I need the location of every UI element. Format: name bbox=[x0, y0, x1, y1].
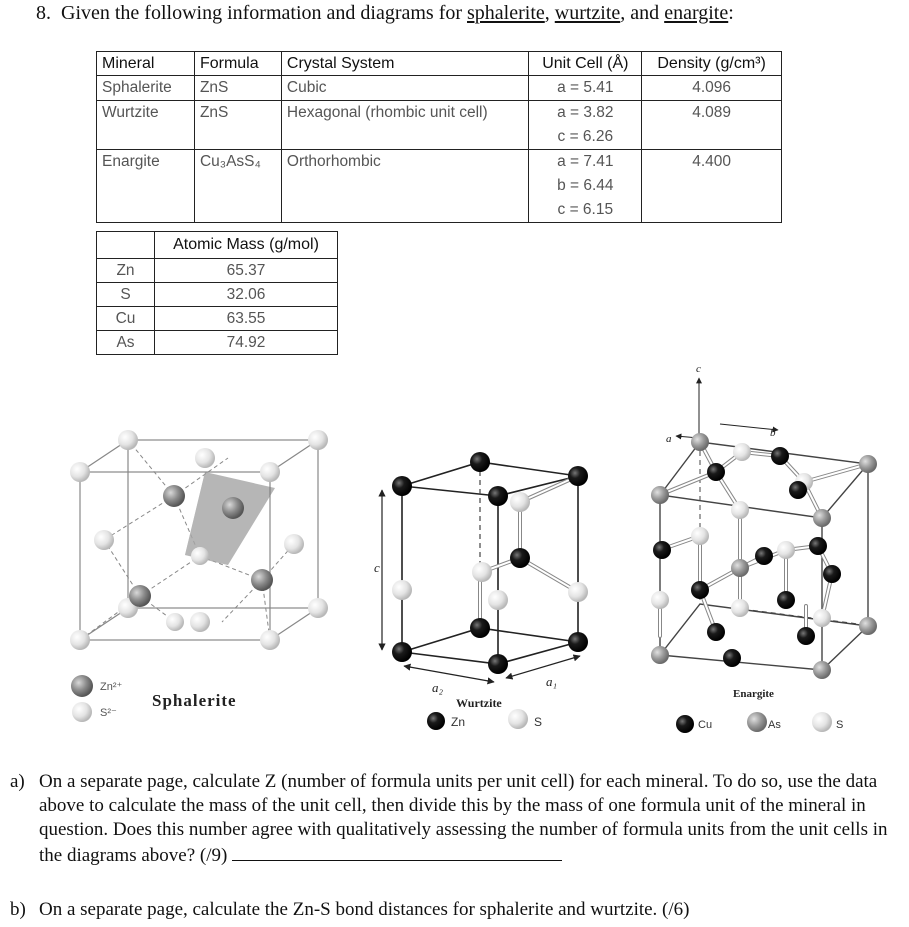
sphalerite-legend: Zn²⁺ S²⁻ bbox=[71, 675, 123, 722]
mineral-formula: ZnS bbox=[193, 75, 282, 101]
enargite-diagram: c a b bbox=[651, 363, 877, 733]
cell-param: a = 3.82 bbox=[557, 104, 614, 121]
question-letter: a) bbox=[10, 771, 25, 792]
cell-param: a = 7.41 bbox=[557, 153, 614, 170]
question-heading: 8. Given the following information and d… bbox=[36, 2, 734, 25]
mineral-name: Wurtzite bbox=[96, 100, 195, 150]
crystal-system: Hexagonal (rhombic unit cell) bbox=[280, 100, 530, 150]
as-ball-icon bbox=[747, 712, 767, 732]
enargite-hidden-edge bbox=[734, 607, 867, 626]
table-header-row: Atomic Mass (g/mol) bbox=[96, 231, 338, 259]
sphalerite-caption: Sphalerite bbox=[152, 691, 237, 710]
atomic-mass: 32.06 bbox=[154, 282, 338, 307]
legend-cu-label: Cu bbox=[698, 719, 712, 731]
col-header: Mineral bbox=[96, 51, 195, 76]
enargite-axis-b: b bbox=[770, 427, 776, 439]
sphalerite-atoms bbox=[70, 430, 328, 650]
atomic-mass: 65.37 bbox=[154, 258, 338, 283]
col-header: Density (g/cm³) bbox=[641, 51, 782, 76]
enargite-caption: Enargite bbox=[733, 688, 774, 700]
mineral-name: Enargite bbox=[96, 149, 195, 223]
cell-param: a = 5.41 bbox=[557, 79, 614, 96]
crystal-system: Cubic bbox=[280, 75, 530, 101]
cell-param: c = 6.15 bbox=[557, 201, 614, 218]
unit-cell: a = 7.41 b = 6.44 c = 6.15 bbox=[528, 149, 643, 223]
table-row: Wurtzite ZnS Hexagonal (rhombic unit cel… bbox=[96, 100, 782, 150]
heading-sep: , and bbox=[620, 2, 665, 24]
legend-s-label: S bbox=[534, 715, 542, 729]
legend-as-label: As bbox=[768, 719, 781, 731]
density: 4.089 bbox=[641, 100, 782, 150]
mineral-formula: ZnS bbox=[193, 100, 282, 150]
mineral-formula: Cu₃AsS₄ bbox=[193, 149, 282, 223]
cell-param: b = 6.44 bbox=[557, 177, 614, 194]
s-ball-icon bbox=[508, 709, 528, 729]
crystal-diagrams: Zn²⁺ S²⁻ Sphalerite bbox=[70, 363, 877, 733]
answer-blank[interactable] bbox=[232, 842, 563, 861]
table-row: Sphalerite ZnS Cubic a = 5.41 4.096 bbox=[96, 75, 782, 101]
enargite-axis-a: a bbox=[666, 433, 672, 445]
heading-suffix: : bbox=[728, 2, 734, 24]
atomic-mass: 63.55 bbox=[154, 306, 338, 331]
legend-s-label: S bbox=[836, 719, 843, 731]
table-row: Enargite Cu₃AsS₄ Orthorhombic a = 7.41 b … bbox=[96, 149, 782, 223]
question-letter: b) bbox=[10, 899, 26, 920]
enargite-atoms bbox=[651, 433, 877, 679]
wurtzite-caption: Wurtzite bbox=[456, 696, 502, 710]
legend-zn-label: Zn bbox=[451, 715, 465, 729]
unit-cell: a = 3.82 c = 6.26 bbox=[528, 100, 643, 150]
cu-ball-icon bbox=[676, 715, 694, 733]
element: S bbox=[96, 282, 155, 307]
enargite-legend: Cu As S bbox=[676, 712, 843, 733]
enargite-b-arrow bbox=[719, 423, 779, 433]
heading-enargite: enargite bbox=[664, 2, 729, 24]
zn-ball-icon bbox=[427, 712, 445, 730]
legend-zn-label: Zn²⁺ bbox=[100, 681, 123, 693]
density: 4.400 bbox=[641, 149, 782, 223]
wurtzite-legend: Zn S bbox=[427, 709, 542, 730]
atomic-mass: 74.92 bbox=[154, 330, 338, 355]
cell-param: c = 6.26 bbox=[557, 128, 614, 145]
wurtzite-a1-arrow bbox=[505, 654, 581, 680]
wurtzite-axis-a2: a₂ bbox=[432, 680, 444, 695]
enargite-axis-c: c bbox=[696, 363, 701, 375]
sphalerite-diagram: Zn²⁺ S²⁻ Sphalerite bbox=[70, 430, 328, 722]
col-header: Atomic Mass (g/mol) bbox=[154, 231, 338, 259]
col-header: Formula bbox=[193, 51, 282, 76]
element: As bbox=[96, 330, 155, 355]
wurtzite-axis-a1: a₁ bbox=[546, 674, 557, 689]
element: Cu bbox=[96, 306, 155, 331]
heading-sphalerite: sphalerite bbox=[467, 2, 545, 24]
legend-s-label: S²⁻ bbox=[100, 707, 117, 719]
question-text: On a separate page, calculate the Zn-S b… bbox=[39, 899, 690, 920]
mineral-data-table: Mineral Formula Crystal System Unit Cell… bbox=[96, 51, 782, 223]
heading-sep: , bbox=[544, 2, 555, 24]
wurtzite-axis-c: c bbox=[374, 560, 380, 575]
col-header: Crystal System bbox=[280, 51, 530, 76]
empty-header bbox=[96, 231, 155, 259]
s-ball-icon bbox=[72, 702, 92, 722]
table-header-row: Mineral Formula Crystal System Unit Cell… bbox=[96, 51, 782, 76]
heading-prefix: Given the following information and diag… bbox=[61, 2, 468, 24]
wurtzite-diagram: c a₂ a₁ Wurtzite Zn S bbox=[374, 452, 588, 730]
unit-cell: a = 5.41 bbox=[528, 75, 643, 101]
wurtzite-a2-arrow bbox=[403, 663, 495, 685]
s-ball-icon bbox=[812, 712, 832, 732]
crystal-system: Orthorhombic bbox=[280, 149, 530, 223]
heading-wurtzite: wurtzite bbox=[554, 2, 621, 24]
tetrahedron-face bbox=[185, 472, 228, 565]
question-text-wrap: On a separate page, calculate Z (number … bbox=[39, 770, 909, 868]
question-number: 8. bbox=[36, 2, 51, 24]
zn-ball-icon bbox=[71, 675, 93, 697]
density: 4.096 bbox=[641, 75, 782, 101]
element: Zn bbox=[96, 258, 155, 283]
mineral-name: Sphalerite bbox=[96, 75, 195, 101]
question-text: On a separate page, calculate Z (number … bbox=[39, 771, 888, 866]
col-header: Unit Cell (Å) bbox=[528, 51, 643, 76]
